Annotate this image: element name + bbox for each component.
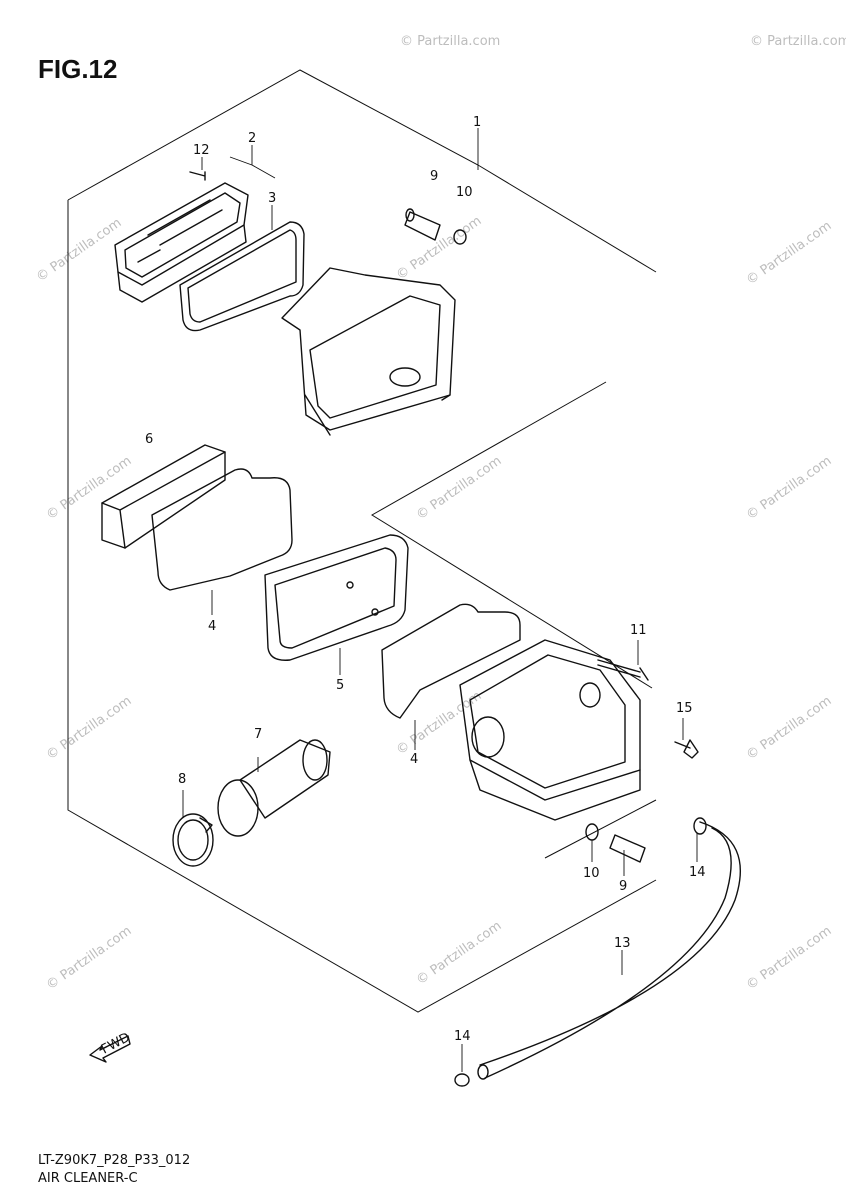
part-cover-screw (189, 171, 206, 181)
callout-8: 8 (178, 772, 186, 787)
callout-5: 5 (336, 678, 344, 693)
callout-3: 3 (268, 191, 276, 206)
part-cover (114, 182, 249, 303)
watermark: © Partzilla.com (34, 215, 125, 285)
watermark: © Partzilla.com (44, 693, 135, 763)
fwd-label: FWD (99, 1030, 133, 1057)
part-element-gasket (381, 603, 521, 719)
part-drain-plug-top (404, 208, 467, 245)
part-air-cleaner-case (281, 267, 456, 436)
callout-10: 10 (456, 185, 473, 200)
figure-footer: LT-Z90K7_P28_P33_012 AIR CLEANER-C (38, 1152, 190, 1188)
watermark: © Partzilla.com (400, 34, 500, 49)
fwd-direction-arrow: FWD (89, 1030, 133, 1063)
callout-7: 7 (254, 727, 262, 742)
assembly-name: AIR CLEANER-C (38, 1171, 138, 1186)
callout-9: 9 (619, 879, 627, 894)
assembly-outline (67, 69, 657, 1013)
callout-14: 14 (689, 865, 706, 880)
callout-4: 4 (208, 619, 216, 634)
part-element-sponge (101, 444, 226, 549)
callout-14: 14 (454, 1029, 471, 1044)
watermark: © Partzilla.com (744, 218, 835, 288)
callout-15: 15 (676, 701, 693, 716)
watermark: © Partzilla.com (414, 453, 505, 523)
watermark: © Partzilla.com (744, 693, 835, 763)
part-hose-clip (693, 817, 707, 835)
part-outlet-tube (217, 739, 331, 837)
callout-11: 11 (630, 623, 647, 638)
callout-13: 13 (614, 936, 631, 951)
part-element-gasket (151, 468, 293, 591)
part-element (264, 534, 409, 661)
callout-9: 9 (430, 169, 438, 184)
callout-1: 1 (473, 115, 481, 130)
watermark: © Partzilla.com (44, 923, 135, 993)
watermark: © Partzilla.com (744, 453, 835, 523)
part-clamp (172, 813, 214, 867)
watermark: © Partzilla.com (744, 923, 835, 993)
part-cover-gasket (179, 221, 305, 332)
part-drain-plug-bottom (585, 823, 646, 863)
callout-6: 6 (145, 432, 153, 447)
figure-title: FIG.12 (38, 54, 118, 84)
callout-labels: 1 2 3 12 9 10 6 4 5 4 7 8 11 15 10 9 14 … (145, 115, 706, 1044)
leader-lines (182, 128, 698, 1072)
watermark: © Partzilla.com (750, 34, 846, 49)
callout-4: 4 (410, 752, 418, 767)
part-breather-hose (479, 821, 742, 1079)
model-code: LT-Z90K7_P28_P33_012 (38, 1153, 191, 1168)
callout-10: 10 (583, 866, 600, 881)
part-air-cleaner-case-lower (459, 639, 641, 821)
watermark: © Partzilla.com (414, 918, 505, 988)
part-bolt (674, 739, 699, 759)
callout-2: 2 (248, 131, 256, 146)
callout-12: 12 (193, 143, 210, 158)
part-screw (597, 659, 649, 681)
part-hose-clip (454, 1073, 470, 1087)
